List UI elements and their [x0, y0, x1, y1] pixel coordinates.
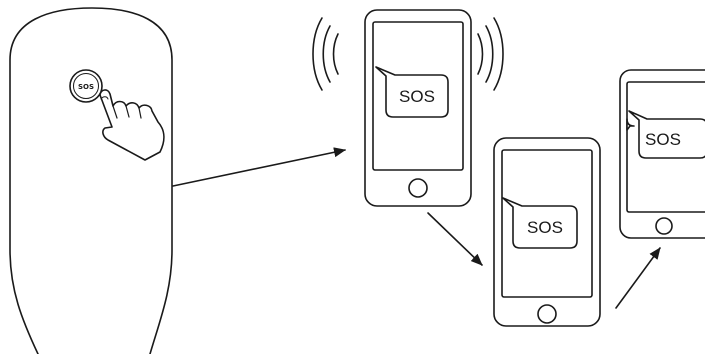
sos-message-bubble: SOS: [502, 197, 578, 249]
sos-message-text: SOS: [399, 87, 435, 106]
vibration-waves-icon: [477, 17, 504, 91]
phone-body: [364, 9, 472, 207]
arrow-icon: [615, 247, 661, 309]
vibration-waves-icon: [312, 17, 339, 91]
phone-home-button[interactable]: [537, 304, 557, 324]
hand-pointer-icon: [99, 89, 165, 161]
phone-2: SOS: [493, 137, 601, 327]
sos-device-body: [9, 7, 173, 354]
arrow-icon: [427, 212, 483, 266]
phone-body: [493, 137, 601, 327]
sos-button[interactable]: SOS: [69, 69, 103, 103]
phone-3: SOS: [619, 69, 705, 239]
phone-1: SOS: [364, 9, 472, 207]
sos-message-bubble: SOS: [626, 110, 705, 159]
phone-screen: [501, 149, 593, 298]
sos-message-bubble: SOS: [375, 66, 449, 118]
phone-home-button[interactable]: [408, 178, 428, 198]
phone-screen: [626, 81, 705, 213]
sos-message-text: SOS: [645, 130, 681, 149]
sos-message-text: SOS: [527, 218, 563, 237]
sos-button-label: SOS: [78, 83, 94, 91]
phone-home-button[interactable]: [655, 217, 673, 235]
sos-device: SOS: [9, 7, 173, 354]
phone-screen: [372, 21, 464, 171]
phone-body: [619, 69, 705, 239]
arrow-icon: [172, 147, 346, 187]
